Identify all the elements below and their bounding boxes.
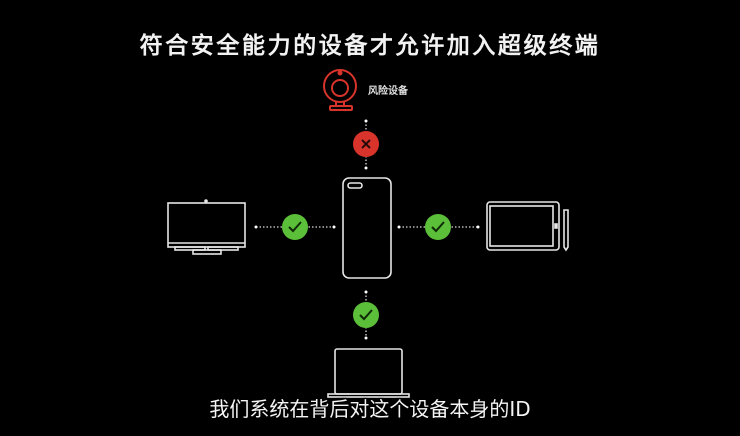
connection-line-bottom bbox=[364, 290, 368, 340]
webcam-icon bbox=[323, 69, 357, 111]
tv-icon bbox=[167, 199, 246, 255]
phone-icon bbox=[342, 177, 392, 279]
tablet-icon bbox=[486, 201, 569, 252]
risk-device-label: 风险设备 bbox=[368, 86, 408, 97]
slide-title: 符合安全能力的设备才允许加入超级终端 bbox=[139, 33, 601, 59]
check-circle-icon bbox=[425, 214, 451, 240]
laptop-icon bbox=[327, 348, 410, 398]
check-circle-icon bbox=[282, 214, 308, 240]
x-circle-icon bbox=[353, 131, 379, 157]
connection-line-top bbox=[364, 119, 368, 170]
video-subtitle: 我们系统在背后对这个设备本身的ID bbox=[209, 397, 531, 421]
check-circle-icon bbox=[353, 302, 379, 328]
